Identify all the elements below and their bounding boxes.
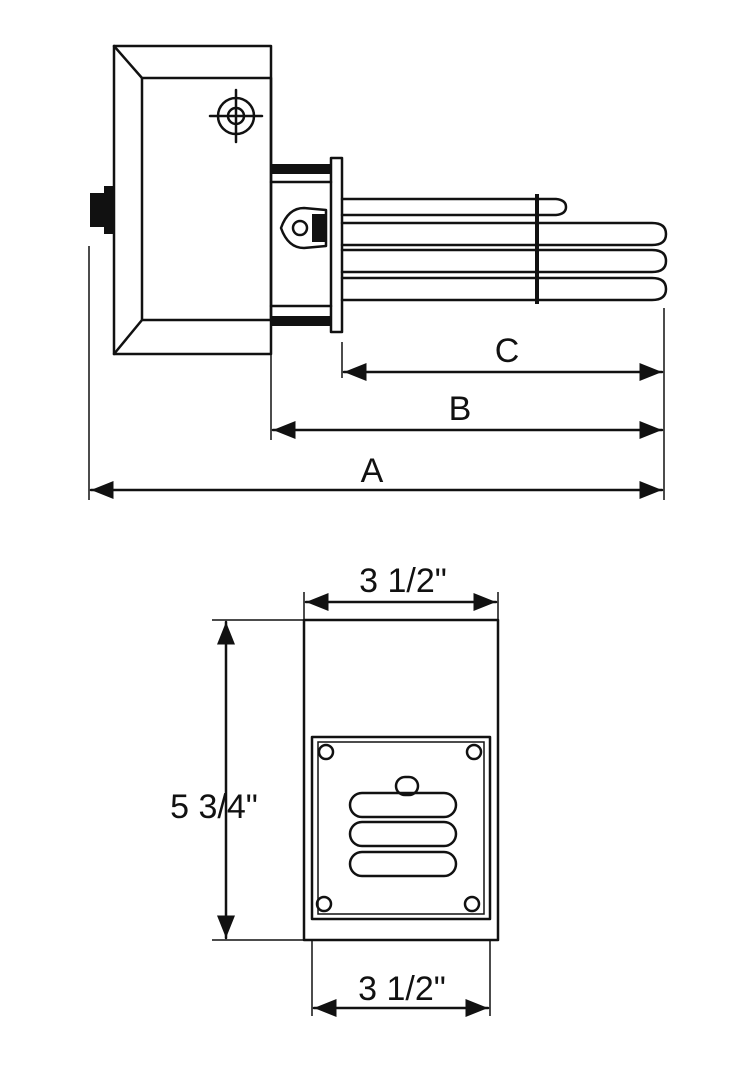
bolt-hole-icon — [465, 743, 483, 761]
top-width-label: 3 1/2" — [359, 562, 447, 600]
dimension-bottom-width: 3 1/2" — [312, 970, 490, 1017]
thermostat-bulb — [279, 206, 328, 250]
side-view: C B A — [88, 44, 668, 500]
heating-elements — [340, 194, 668, 304]
front-element-loops — [348, 775, 458, 878]
bolt-hole-icon — [317, 743, 335, 761]
dimension-height: 5 3/4" — [170, 620, 258, 940]
dimension-a: A — [89, 452, 664, 499]
dimension-c-label: C — [495, 332, 520, 370]
front-flange — [310, 735, 492, 921]
dimension-c: C — [342, 332, 664, 381]
height-label: 5 3/4" — [170, 788, 258, 826]
extension-lines — [88, 246, 665, 500]
front-view: 3 1/2" 5 3/4" 3 1/2" — [170, 562, 500, 1017]
dimension-b: B — [271, 390, 664, 439]
front-extension-lines — [212, 592, 499, 1016]
front-body — [302, 618, 500, 942]
conduit-knockout-icon — [208, 88, 264, 144]
dimension-top-width: 3 1/2" — [304, 562, 498, 611]
terminal-box — [112, 44, 273, 356]
dimension-a-label: A — [361, 452, 384, 490]
dimension-b-label: B — [449, 390, 472, 428]
standoff-neck — [269, 164, 333, 326]
rear-knob — [90, 186, 114, 234]
bottom-width-label: 3 1/2" — [358, 970, 446, 1008]
flange-plate — [329, 156, 344, 334]
bolt-hole-icon — [463, 895, 481, 913]
bolt-hole-icon — [315, 895, 333, 913]
